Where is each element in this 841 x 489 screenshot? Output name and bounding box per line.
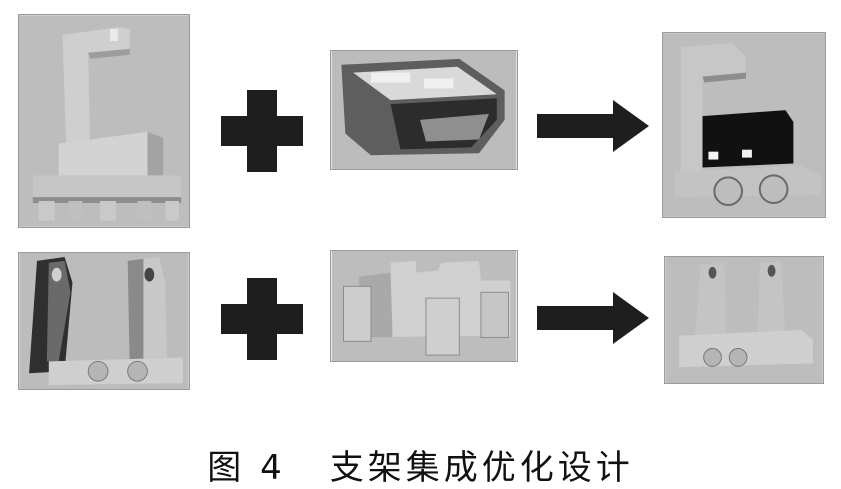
plus-icon <box>221 278 303 360</box>
twin-lug-bracket-image <box>19 253 189 389</box>
housing-part-image <box>331 51 517 169</box>
bracket-tower-part-image <box>19 15 189 227</box>
figure-title: 支架集成优化设计 <box>329 448 634 488</box>
row1-part-a-panel <box>18 14 190 228</box>
arrow-right-icon <box>537 100 649 152</box>
plus-icon <box>221 90 303 172</box>
boss-block-part-image <box>331 251 517 361</box>
row1-result-panel <box>662 32 826 218</box>
row2-part-a-panel <box>18 252 190 390</box>
arrow-right-icon <box>537 292 649 344</box>
integrated-bracket-image <box>663 33 825 217</box>
row2-result-panel <box>664 256 824 384</box>
row1-part-b-panel <box>330 50 518 170</box>
figure-caption: 图 4 支架集成优化设计 <box>0 440 841 489</box>
figure-label: 图 4 <box>207 448 286 488</box>
integrated-lug-bracket-image <box>665 257 823 383</box>
row2-part-b-panel <box>330 250 518 362</box>
